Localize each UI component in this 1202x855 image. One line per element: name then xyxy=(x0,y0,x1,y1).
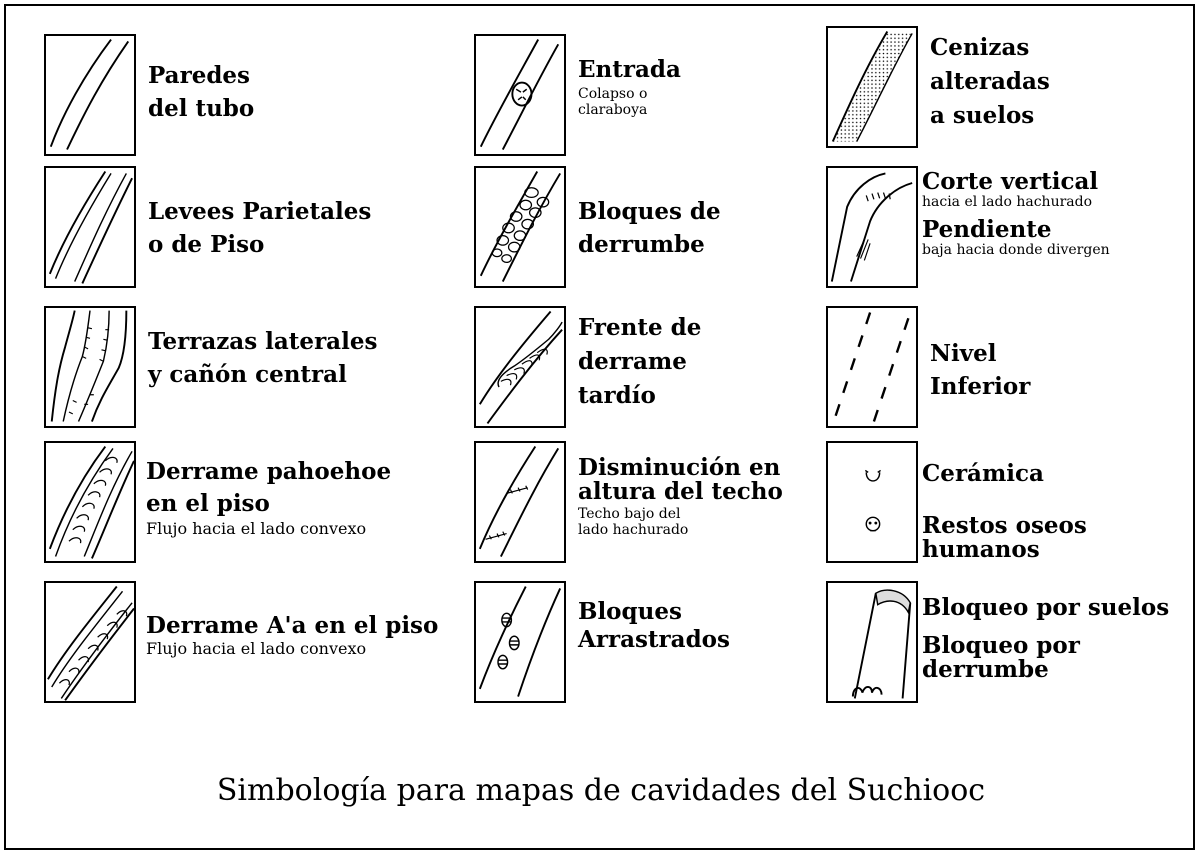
lower-level-symbol xyxy=(826,306,918,428)
label-corte: Corte vertical hacia el lado hachurado P… xyxy=(922,168,1110,259)
label-levees: Levees Parietales o de Piso xyxy=(148,198,372,259)
tube-walls-symbol xyxy=(44,34,136,156)
levees-symbol xyxy=(44,166,136,288)
label-bloques-derrumbe: Bloques de derrumbe xyxy=(578,198,721,259)
label-terrazas: Terrazas laterales y cañón central xyxy=(148,328,378,389)
vertical-cut-symbol xyxy=(826,166,918,288)
altered-ash-symbol xyxy=(826,26,918,148)
ceiling-decrease-symbol xyxy=(474,441,566,563)
pahoehoe-symbol xyxy=(44,441,136,563)
label-pahoehoe: Derrame pahoehoe en el piso Flujo hacia … xyxy=(146,458,392,539)
entrance-symbol xyxy=(474,34,566,156)
label-restos: Restos oseos humanos xyxy=(922,512,1087,564)
label-ceramica: Cerámica xyxy=(922,460,1044,487)
label-bloqueo: Bloqueo por suelos Bloqueo por derrumbe xyxy=(922,594,1170,684)
label-cenizas: Cenizas alteradas a suelos xyxy=(930,34,1050,130)
late-flow-front-symbol xyxy=(474,306,566,428)
label-paredes: Paredes del tubo xyxy=(148,62,255,123)
label-entrada: Entrada Colapso o claraboya xyxy=(578,56,681,119)
collapse-blocks-symbol xyxy=(474,166,566,288)
label-nivel: Nivel Inferior xyxy=(930,340,1031,401)
blockage-symbol xyxy=(826,581,918,703)
legend-frame xyxy=(4,4,1195,850)
dragged-blocks-symbol xyxy=(474,581,566,703)
terraces-symbol xyxy=(44,306,136,428)
label-disminucion: Disminución en altura del techo Techo ba… xyxy=(578,454,783,539)
label-bloques-arrastrados: Bloques Arrastrados xyxy=(578,598,730,654)
label-frente: Frente de derrame tardío xyxy=(578,314,702,410)
label-aa: Derrame A'a en el piso Flujo hacia el la… xyxy=(146,612,439,659)
ceramic-bones-symbol xyxy=(826,441,918,563)
legend-title: Simbología para mapas de cavidades del S… xyxy=(216,773,986,808)
aa-flow-symbol xyxy=(44,581,136,703)
